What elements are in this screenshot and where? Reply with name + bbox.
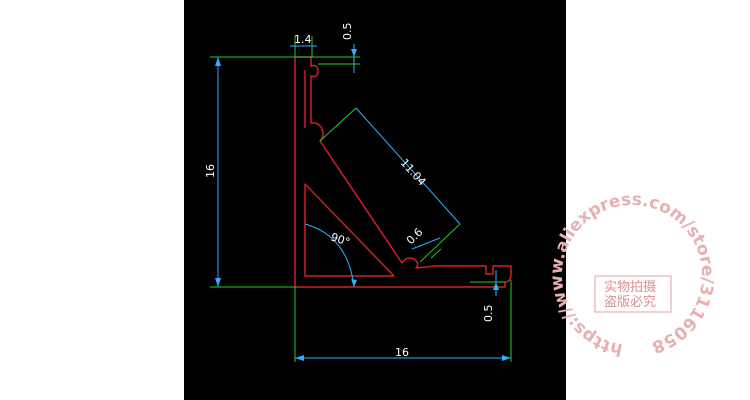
label-base-width: 16 [395,346,409,359]
stamp-frame [594,275,672,313]
cad-canvas [184,0,566,400]
dim-angle-arc [304,223,355,288]
dim-gap-line [411,237,441,250]
arrow-angle-end [351,279,357,287]
arrow-base-right [502,355,511,361]
ext-diagonal-lower [419,223,461,263]
profile-inner-triangle [304,183,395,277]
label-angle: 90° [329,230,352,248]
watermark-url: https://www.aliexpress.com/store/3116058 [547,190,718,360]
dimension-arrows [215,49,511,361]
arrow-bottom-thickness [493,282,499,290]
label-bottom-thickness: 0.5 [482,305,495,323]
stamp-line-1: 实物拍摄 [604,280,656,295]
label-top-thickness: 0.5 [341,23,354,41]
arrow-height-top [215,57,221,66]
dimension-lines [217,44,511,359]
arrow-base-left [295,355,304,361]
label-height: 16 [204,164,217,178]
ext-diagonal-upper [319,107,357,142]
extension-lines [210,36,512,362]
dim-diagonal-line [355,107,461,225]
label-top-width: 1.4 [294,33,312,46]
arrow-height-bottom [215,278,221,287]
stamp-line-2: 盗版必究 [604,294,656,310]
ext-gap-lower [430,248,442,259]
arrow-top-thickness [351,49,357,57]
watermark-stamp: 实物拍摄 盗版必究 [594,275,672,313]
